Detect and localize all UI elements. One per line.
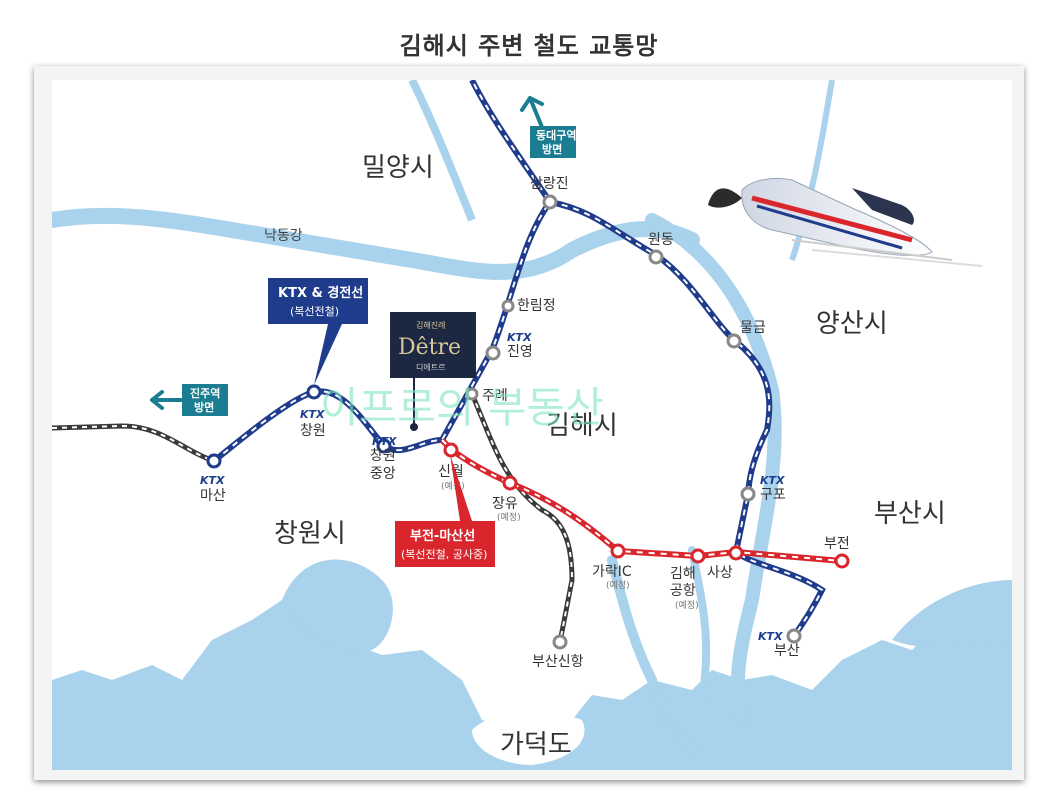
station-sasang[interactable] — [728, 545, 744, 561]
region-changwon: 창원시 — [274, 519, 346, 549]
train-illustration — [708, 177, 983, 267]
map: 밀양시 양산시 김해시 부산시 창원시 가덕도 낙동강 마산 창원 창원 중앙 … — [52, 80, 1012, 770]
station-label-sinwol: 신월 — [438, 464, 464, 480]
legend-bujeon-line-title: 부전-마산선 — [410, 528, 475, 544]
station-label-hanrimjeong: 한림정 — [517, 298, 556, 314]
station-label-masan: 마산 — [200, 488, 226, 504]
river-label: 낙동강 — [264, 228, 303, 244]
station-samrangjin[interactable] — [542, 194, 558, 210]
ktx-badge-changwon: KTX — [300, 408, 325, 421]
direction-jinju: 진주역 방면 — [150, 384, 228, 416]
ktx-badge-busan: KTX — [758, 630, 783, 643]
station-label-bujeon: 부전 — [824, 536, 850, 552]
station-label-jinyeong: 진영 — [507, 344, 533, 360]
station-jinyeong[interactable] — [485, 345, 501, 361]
ktx-gyeongjeon-line-dash — [213, 80, 552, 462]
planned-note-airport: (예정) — [675, 600, 699, 611]
station-label-jurye: 주례 — [482, 388, 508, 404]
station-label-sasang: 사상 — [707, 565, 733, 581]
gray-line-port-dash — [471, 393, 574, 643]
project-name-kor: 디에트르 — [416, 363, 445, 372]
region-yangsan: 양산시 — [816, 309, 888, 339]
station-masan[interactable] — [206, 453, 222, 469]
station-jangyu[interactable] — [502, 475, 518, 491]
ktx-badge-gupo: KTX — [760, 474, 785, 487]
direction-dongdaegu-line1: 동대구역 — [536, 128, 576, 142]
legend-bujeon-line: 부전-마산선 (복선전철, 공사중) — [395, 454, 495, 567]
sea-area — [52, 600, 1012, 770]
direction-jinju-line2: 방면 — [194, 400, 214, 414]
station-label-wondong: 원동 — [648, 232, 674, 248]
watermark: 이프로의 부동산 — [320, 383, 604, 432]
planned-note-jangyu: (예정) — [497, 512, 521, 523]
ktx-badge-changwon-jungang: KTX — [372, 435, 397, 448]
river-east-north — [789, 80, 835, 261]
station-changwon-jungang[interactable] — [376, 438, 392, 454]
legend-ktx-line-subtitle: (복선전철) — [290, 305, 339, 318]
legend-bujeon-line-subtitle: (복선전철, 공사중) — [401, 548, 487, 561]
sea-area-bay — [282, 559, 393, 651]
gyeongbu-line-dash — [549, 201, 824, 637]
station-sinwol[interactable] — [443, 442, 459, 458]
river-branch-east — [645, 213, 782, 727]
station-bujeon[interactable] — [834, 553, 850, 569]
legend-ktx-line: KTX & 경전선 (복선전철) — [268, 278, 368, 385]
station-busan[interactable] — [786, 628, 802, 644]
bujeon-masan-line-dash — [441, 439, 843, 562]
station-label-gimhae-airport-2: 공항 — [670, 583, 696, 599]
planned-note-sinwol: (예정) — [441, 481, 465, 492]
station-busan-new-port[interactable] — [552, 634, 568, 650]
station-label-gupo: 구포 — [760, 487, 786, 503]
project-logo: Dêtre — [398, 335, 461, 360]
legend-ktx-line-title: KTX & 경전선 — [278, 285, 363, 301]
direction-dongdaegu-line2: 방면 — [542, 142, 562, 156]
station-gimhae-airport[interactable] — [690, 548, 706, 564]
gray-line-west-dash — [52, 424, 215, 462]
island-gadeok — [472, 711, 585, 765]
river-branch-mid — [688, 546, 711, 704]
station-label-busan: 부산 — [774, 643, 800, 659]
station-label-busan-new-port: 부산신항 — [532, 654, 584, 670]
station-garak-ic[interactable] — [610, 543, 626, 559]
station-mulgeum[interactable] — [726, 333, 742, 349]
region-gadeokdo: 가덕도 — [500, 730, 572, 760]
region-gimhae: 김해시 — [546, 411, 618, 441]
station-gupo[interactable] — [740, 486, 756, 502]
project-small-title: 김해진례 — [416, 320, 445, 330]
station-label-samrangjin: 삼랑진 — [530, 176, 569, 192]
station-hanrimjeong[interactable] — [501, 299, 515, 313]
direction-dongdaegu: 동대구역 방면 — [520, 96, 576, 158]
station-changwon[interactable] — [306, 384, 322, 400]
station-label-mulgeum: 물금 — [740, 320, 766, 336]
station-label-jangyu: 장유 — [492, 496, 518, 512]
station-jurye[interactable] — [465, 387, 479, 401]
ktx-badge-masan: KTX — [200, 474, 225, 487]
ktx-badge-jinyeong: KTX — [507, 331, 532, 344]
sea-area-east — [892, 580, 1012, 648]
region-miryang: 밀양시 — [362, 153, 434, 183]
station-label-garak-ic: 가락IC — [592, 564, 632, 580]
project-marker[interactable]: 김해진례 Dêtre 디에트르 — [390, 312, 476, 431]
region-busan: 부산시 — [874, 499, 946, 529]
planned-note-garak: (예정) — [606, 580, 630, 591]
direction-jinju-line1: 진주역 — [190, 386, 220, 400]
nakdong-river — [52, 207, 700, 280]
page-title: 김해시 주변 철도 교통망 — [399, 32, 659, 60]
station-label-changwon-jungang-2: 중앙 — [370, 466, 396, 482]
river-branch-west — [607, 555, 697, 755]
station-label-gimhae-airport-1: 김해 — [670, 566, 696, 582]
station-wondong[interactable] — [648, 249, 664, 265]
river-north — [408, 80, 476, 222]
station-label-changwon-jungang-1: 창원 — [370, 448, 396, 464]
station-label-changwon: 창원 — [300, 423, 326, 439]
